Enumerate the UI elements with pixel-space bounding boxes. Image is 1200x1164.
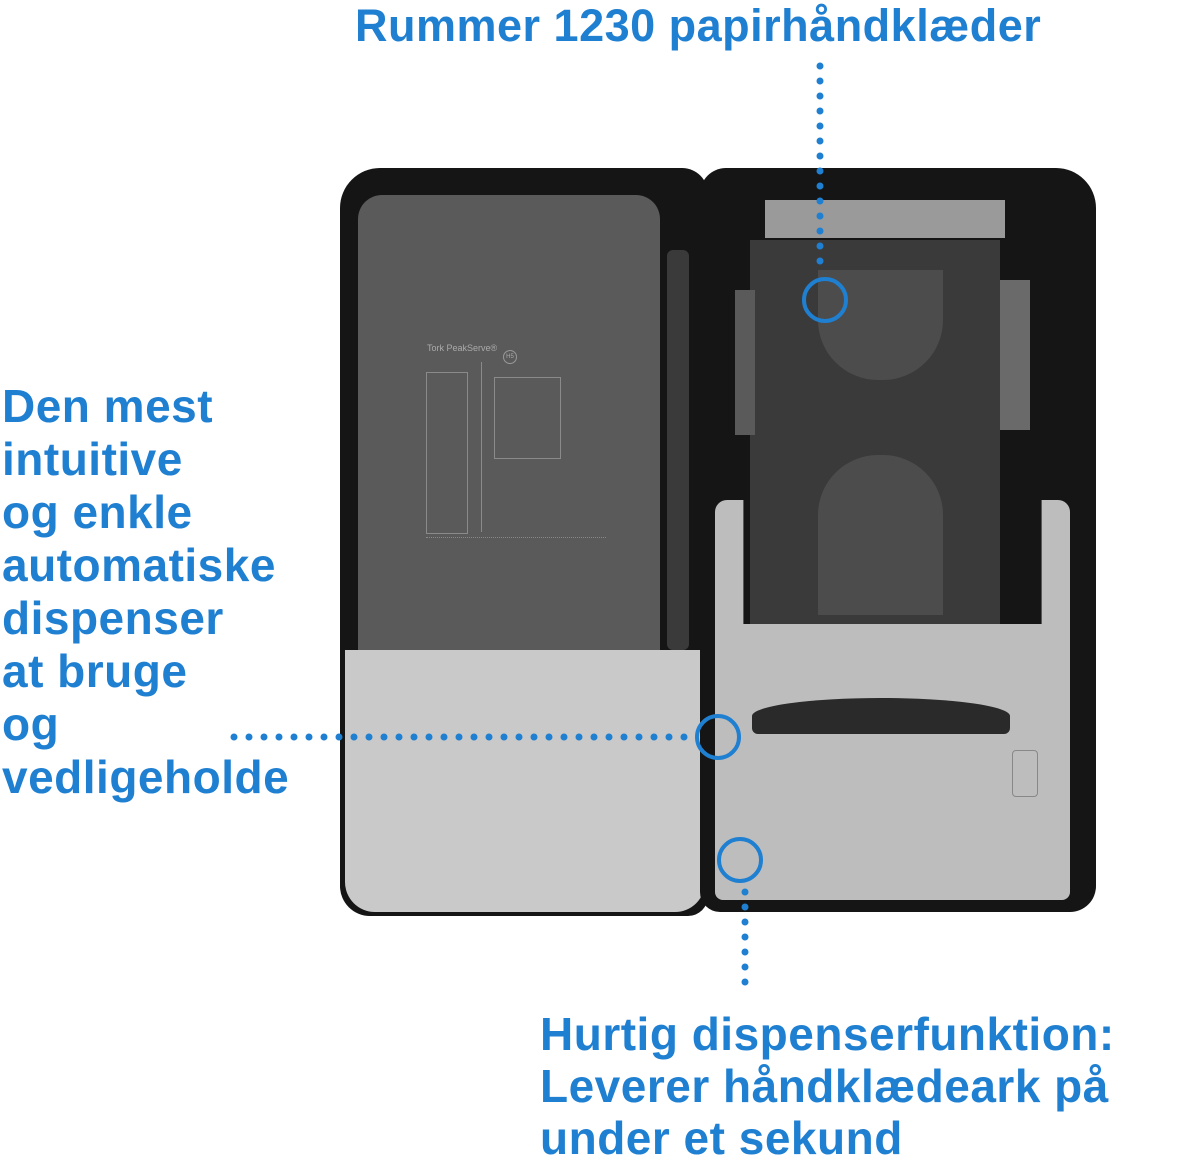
instruction-diagram bbox=[425, 362, 606, 592]
side-rail-left bbox=[735, 290, 755, 435]
sensor-window bbox=[1012, 750, 1038, 797]
door-lower-panel bbox=[345, 650, 705, 912]
door-badge: H5 bbox=[503, 350, 517, 364]
door-label: Tork PeakServe® bbox=[427, 343, 498, 353]
door-hinge-bar bbox=[667, 250, 689, 650]
dispensing-slot bbox=[752, 698, 1010, 734]
side-rail-right bbox=[1000, 280, 1030, 430]
holder-cutout-bottom bbox=[818, 455, 943, 615]
door-inner-panel bbox=[358, 195, 660, 655]
callout-marker-left bbox=[695, 714, 741, 760]
towel-stack bbox=[765, 200, 1005, 238]
callout-capacity: Rummer 1230 papirhåndklæder bbox=[355, 0, 1042, 51]
callout-ease-of-use: Den mest intuitive og enkle automatiske … bbox=[2, 380, 290, 803]
holder-cutout-top bbox=[818, 270, 943, 380]
callout-marker-top bbox=[802, 277, 848, 323]
callout-speed: Hurtig dispenserfunktion: Leverer håndkl… bbox=[540, 1008, 1115, 1164]
callout-marker-bottom bbox=[717, 837, 763, 883]
